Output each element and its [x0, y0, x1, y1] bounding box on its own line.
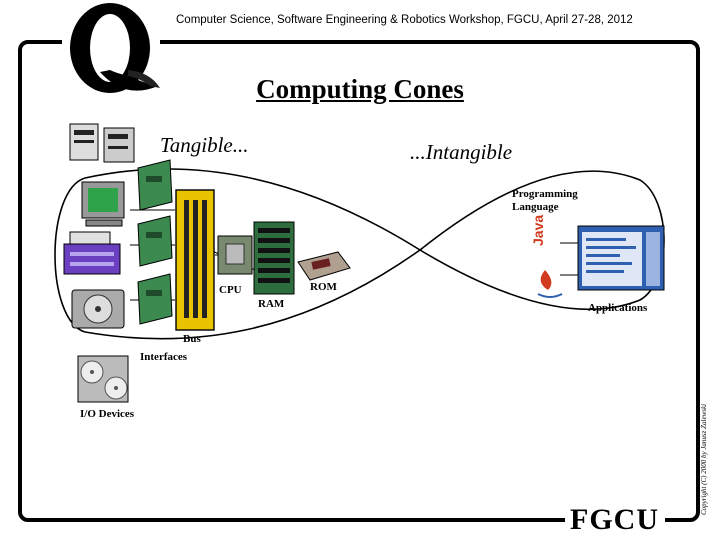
ram-label: RAM — [258, 298, 285, 310]
bus-board-icon — [175, 189, 215, 331]
java-label: Java — [530, 214, 546, 246]
desktop-computers-icon — [69, 123, 135, 163]
q-eagle-logo-icon — [70, 3, 160, 93]
slide-frame — [18, 40, 700, 522]
hard-disk-icon — [71, 289, 125, 329]
workshop-header: Computer Science, Software Engineering &… — [176, 14, 633, 26]
programming-label-line1: Programming — [512, 188, 578, 200]
bus-label: Bus — [183, 333, 201, 345]
applications-label: Applications — [588, 302, 648, 314]
copyright-note: Copyright (C) 2000 by Janusz Zalewski — [700, 403, 708, 515]
java-logo-icon — [537, 270, 563, 298]
interface-card-icon — [137, 159, 173, 325]
fgcu-logo: FGCU — [570, 503, 659, 536]
interfaces-label: Interfaces — [140, 351, 188, 363]
printer-icon — [63, 231, 121, 275]
monitor-icon — [81, 181, 125, 227]
cpu-label: CPU — [219, 284, 242, 296]
rom-chip-icon — [297, 251, 351, 281]
rom-label: ROM — [310, 281, 337, 293]
intangible-heading: ...Intangible — [410, 140, 513, 164]
programming-label-line2: Language — [512, 201, 559, 213]
slide-title: Computing Cones — [256, 74, 464, 104]
tangible-heading: Tangible... — [160, 133, 249, 157]
application-window-icon — [577, 225, 665, 291]
cd-drive-icon — [77, 355, 129, 403]
cpu-chip-icon — [217, 235, 253, 275]
ram-module-icon — [253, 221, 295, 295]
io-devices-label: I/O Devices — [80, 408, 135, 420]
computing-cones-outline — [54, 168, 665, 340]
